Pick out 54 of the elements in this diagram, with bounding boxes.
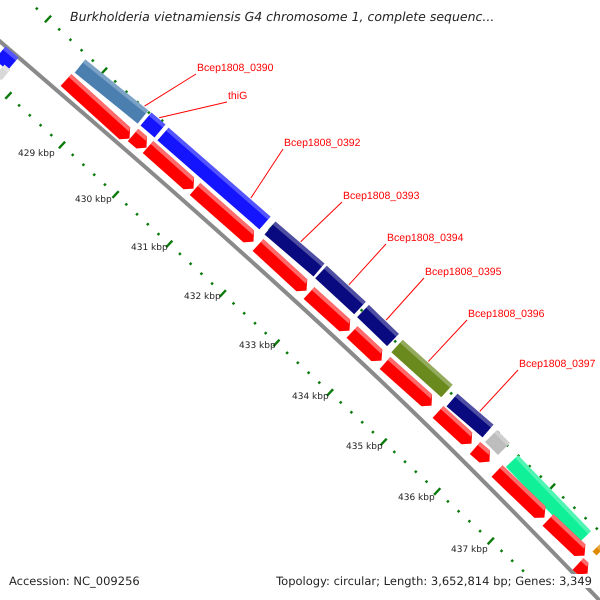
gene-bar [357,304,399,346]
leader-line [250,148,284,199]
scale-label: 437 kbp [451,545,488,555]
scale-label: 432 kbp [184,292,221,302]
gene-block [542,514,586,556]
genome-info-text: Topology: circular; Length: 3,652,814 bp; Genes: 3,349 [276,574,592,588]
gene-block [492,465,546,518]
gene-block [128,128,147,148]
gene-bar [74,59,148,124]
gene-bar [485,430,510,455]
gene-bar [506,455,592,543]
gene-bar [0,46,18,70]
gene-bar [0,64,10,80]
gene-label: Bcep1808_0395 [425,266,502,278]
gene-label: thiG [228,90,248,102]
scale-label: 436 kbp [398,493,435,503]
gene-block [142,141,194,190]
leader-line [386,278,424,321]
gene-bar [157,128,271,230]
gene-bar [446,394,494,438]
scale-label: 431 kbp [131,243,168,253]
gene-bar [391,340,453,398]
gene-block [346,326,382,362]
gene-bar [140,112,166,138]
map-title: Burkholderia vietnamiensis G4 chromosome 1, complete sequenc... [70,9,494,24]
gene-block [60,74,130,140]
scale-label: 434 kbp [292,392,329,402]
gene-label: Bcep1808_0396 [468,308,544,320]
gene-block [252,239,308,292]
leader-line [300,202,342,242]
gene-label: Bcep1808_0393 [343,190,420,202]
gene-block [190,183,254,242]
gene-bar [315,266,366,314]
gene-label: Bcep1808_0392 [284,137,360,149]
scale-label: 429 kbp [18,149,55,159]
scale-label: 435 kbp [346,442,383,452]
gene-label: Bcep1808_0397 [519,358,596,370]
leader-line [428,320,468,362]
gene-block [572,558,588,574]
gene-block [470,442,490,462]
leader-line [144,74,196,107]
gene-block [380,357,432,406]
leader-line [348,244,386,286]
gene-block [304,287,350,332]
gene-label: Bcep1808_0390 [197,62,274,74]
gene-block [432,406,472,444]
gene-bar [592,544,600,556]
gene-bar [264,222,324,276]
leader-line [479,370,518,412]
scale-label: 430 kbp [75,195,112,205]
accession-text: Accession: NC_009256 [9,574,140,588]
gene-label: Bcep1808_0394 [387,232,464,244]
leader-line [158,102,228,118]
scale-label: 433 kbp [239,341,276,351]
